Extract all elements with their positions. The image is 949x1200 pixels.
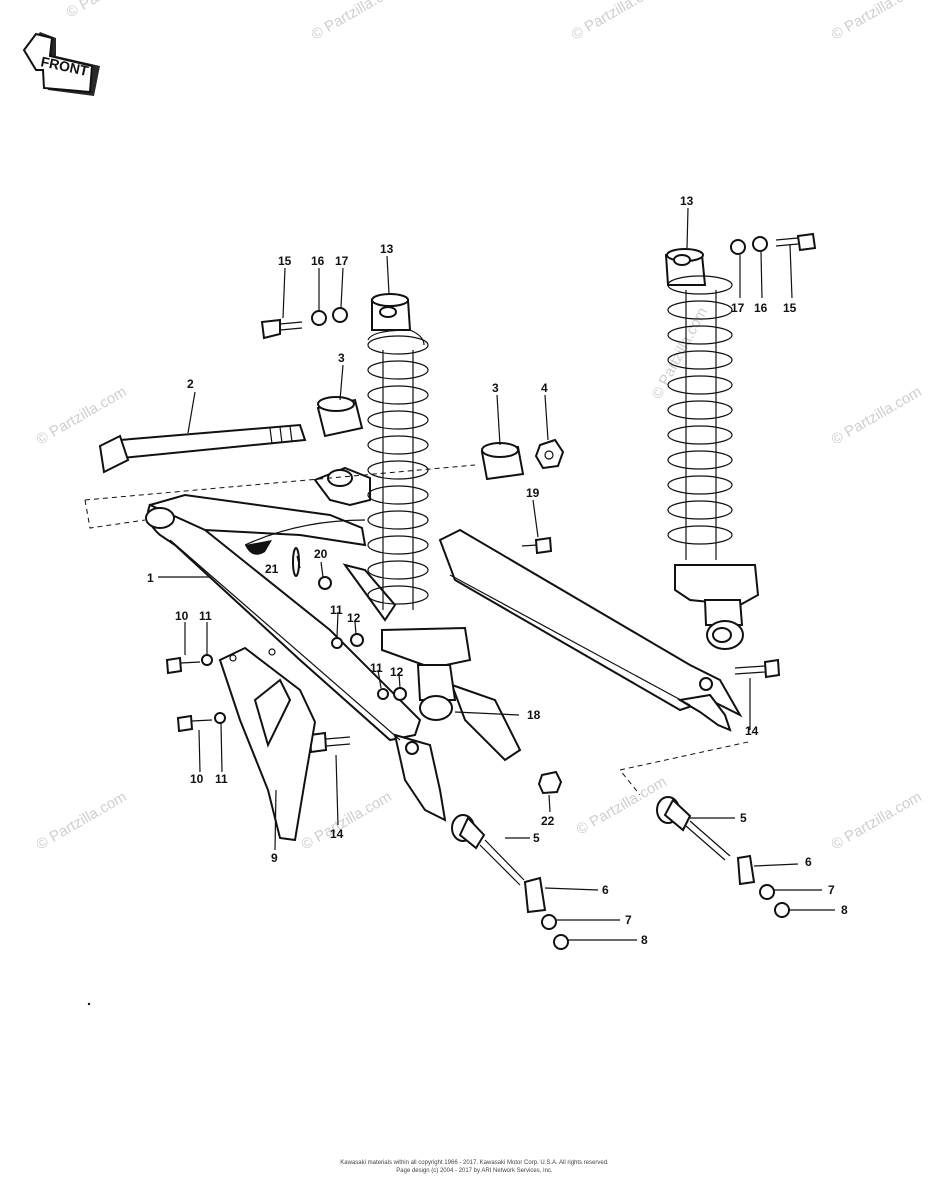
callout-19: 19 — [526, 486, 540, 500]
callout-10: 10 — [175, 609, 189, 623]
callout-14: 14 — [745, 724, 759, 738]
watermark: © Partzilla.com — [34, 788, 130, 853]
shock-absorber-left — [367, 293, 472, 721]
callout-20: 20 — [314, 547, 328, 561]
leader-lines — [158, 207, 835, 941]
front-direction-arrow: FRONT — [22, 32, 100, 96]
chain-adjusters — [451, 796, 756, 914]
callout-12: 12 — [347, 611, 361, 625]
fasteners — [201, 236, 790, 950]
callout-11: 11 — [370, 661, 383, 675]
callout-8: 8 — [641, 933, 648, 947]
watermark: © Partzilla.com — [309, 0, 405, 43]
watermark: © Partzilla.com — [829, 0, 925, 43]
callout-8: 8 — [841, 903, 848, 917]
footer-copyright: Kawasaki materials within all copyright … — [340, 1160, 609, 1166]
callout-6: 6 — [805, 855, 812, 869]
callout-3: 3 — [492, 381, 499, 395]
callout-5: 5 — [740, 811, 747, 825]
callout-21: 21 — [265, 562, 279, 576]
callout-16: 16 — [311, 254, 325, 268]
pivot-shaft — [98, 423, 307, 474]
callout-4: 4 — [541, 381, 548, 395]
callout-7: 7 — [625, 913, 632, 927]
spring-coils-right — [667, 275, 733, 545]
bolts — [165, 232, 817, 754]
callout-14: 14 — [330, 827, 344, 841]
callout-5: 5 — [533, 831, 540, 845]
callout-18: 18 — [527, 708, 541, 722]
callout-11: 11 — [199, 609, 212, 623]
watermark: © Partzilla.com — [569, 0, 665, 43]
watermark: © Partzilla.com — [299, 788, 395, 853]
watermark: © Partzilla.com — [574, 773, 670, 838]
callout-15: 15 — [278, 254, 292, 268]
callout-22: 22 — [541, 814, 555, 828]
callout-13: 13 — [680, 194, 694, 208]
callout-3: 3 — [338, 351, 345, 365]
swing-arm — [145, 466, 743, 822]
callout-16: 16 — [754, 301, 768, 315]
callout-labels: 2 15 16 17 13 3 3 4 13 17 16 15 19 1 21 … — [147, 194, 848, 947]
callout-11: 11 — [330, 603, 343, 617]
shock-absorber-right — [664, 248, 760, 650]
chain-guard — [218, 646, 317, 842]
collars — [316, 396, 525, 481]
watermark: © Partzilla.com — [64, 0, 160, 21]
stray-dot — [87, 1002, 91, 1006]
callout-12: 12 — [390, 665, 404, 679]
callout-1: 1 — [147, 571, 154, 585]
callout-17: 17 — [335, 254, 349, 268]
footer-page-design: Page design (c) 2004 - 2017 by ARI Netwo… — [396, 1168, 553, 1174]
callout-9: 9 — [271, 851, 278, 865]
callout-10: 10 — [190, 772, 204, 786]
callout-17: 17 — [731, 301, 745, 315]
spring-coils-left — [367, 335, 429, 605]
watermark: © Partzilla.com — [829, 788, 925, 853]
callout-15: 15 — [783, 301, 797, 315]
callout-13: 13 — [380, 242, 394, 256]
callout-7: 7 — [828, 883, 835, 897]
watermark: © Partzilla.com — [829, 383, 925, 448]
callout-6: 6 — [602, 883, 609, 897]
callout-2: 2 — [187, 377, 194, 391]
callout-11: 11 — [215, 772, 228, 786]
